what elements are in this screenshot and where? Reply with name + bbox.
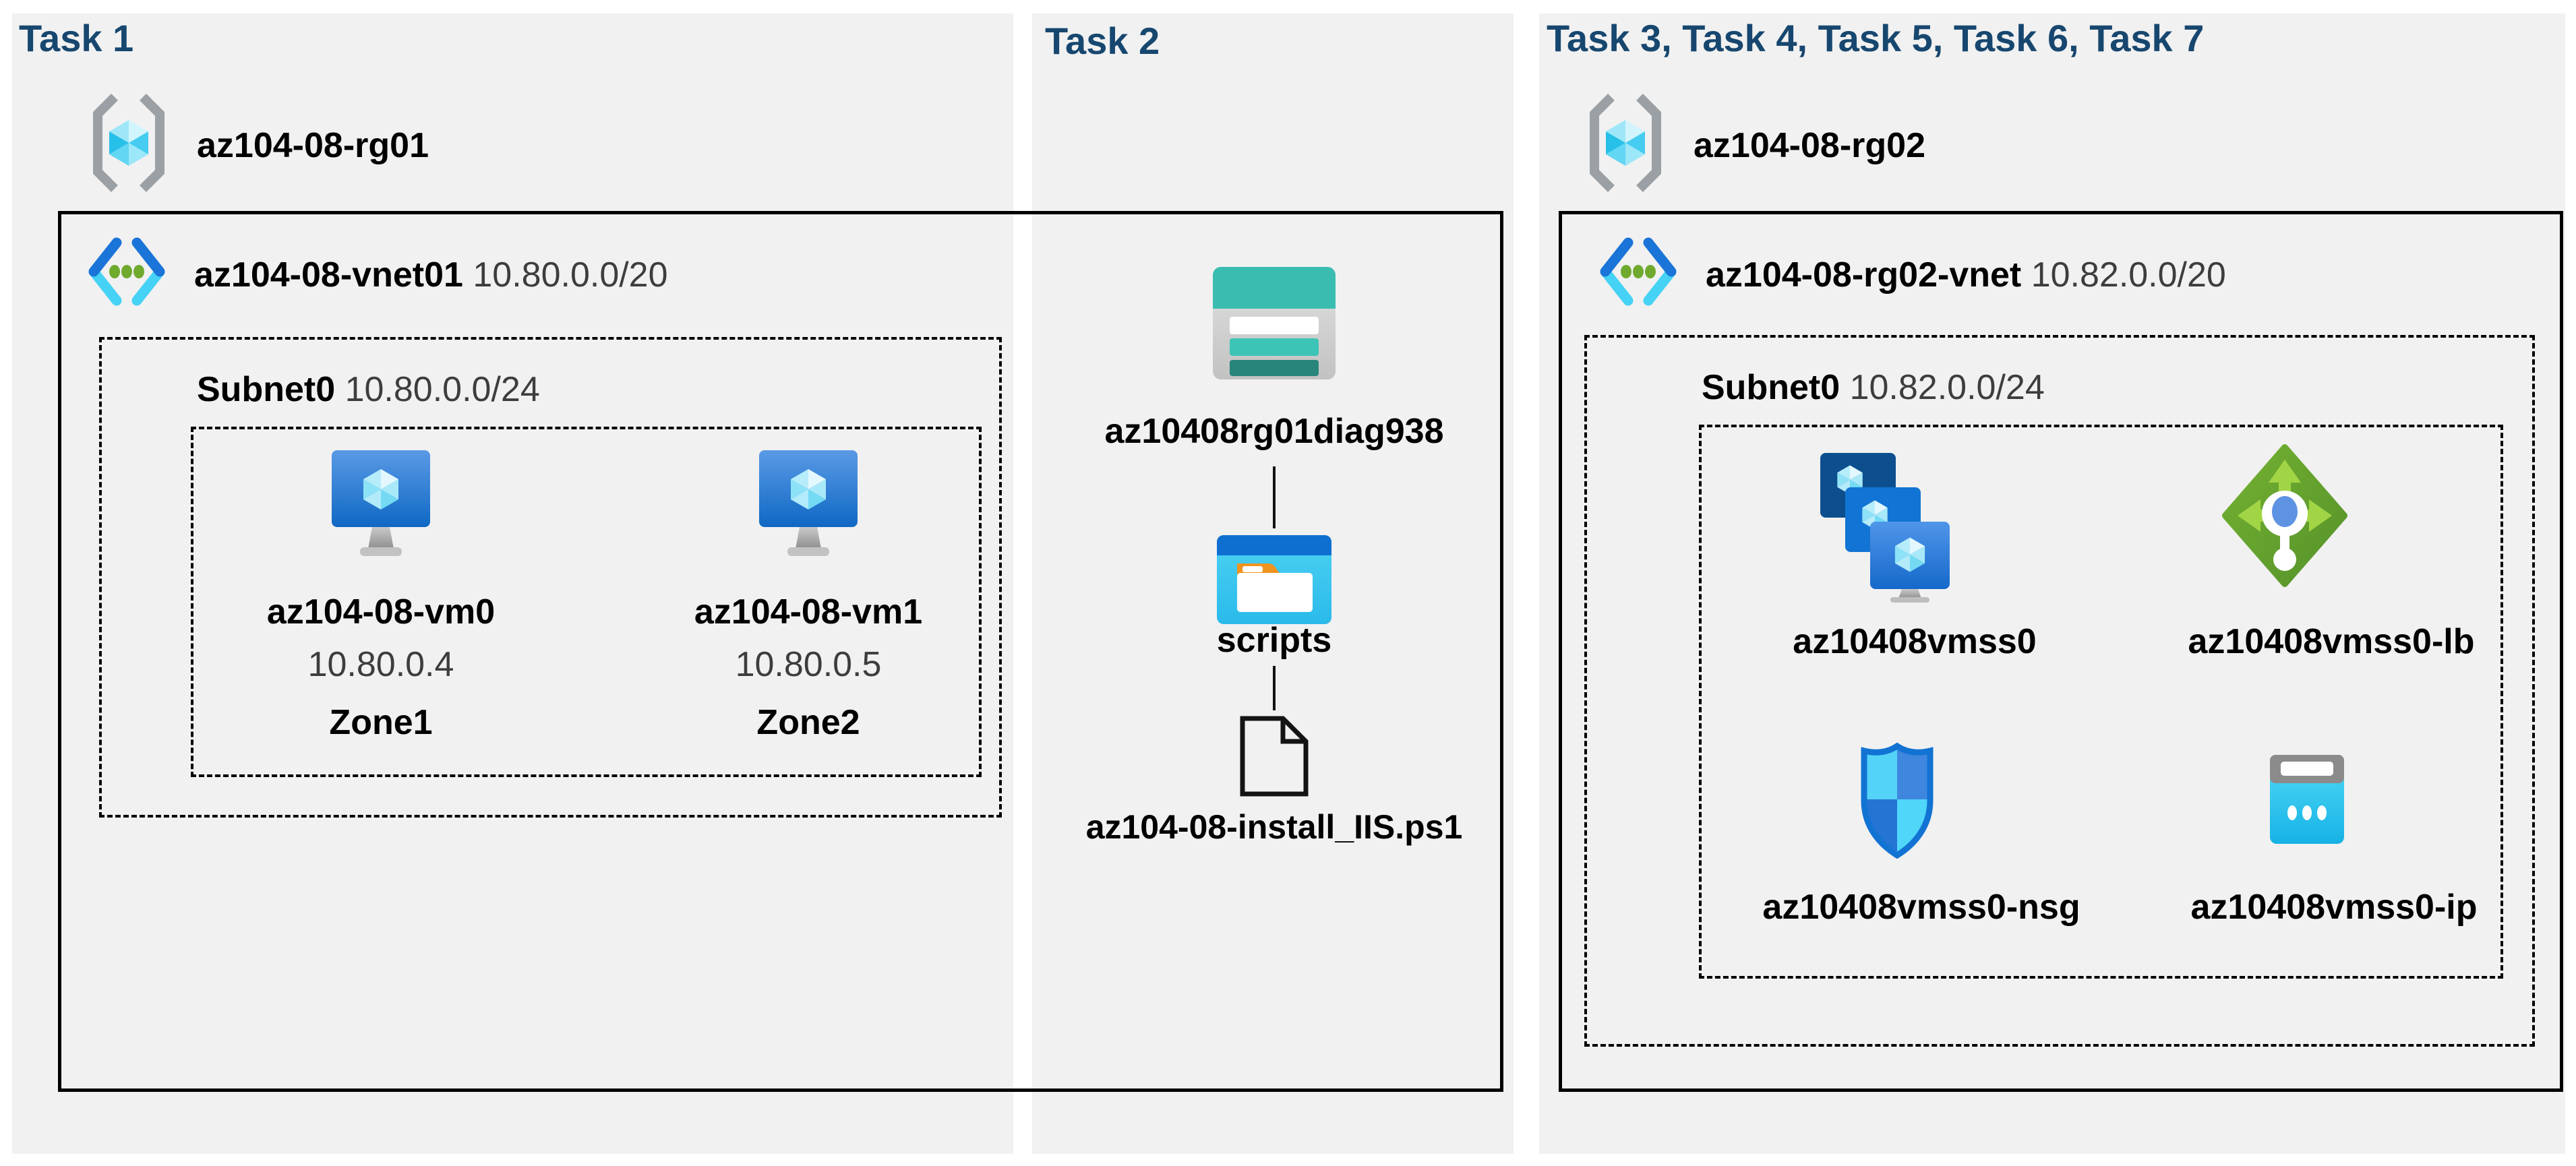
vm-icon (332, 450, 430, 556)
script-file-name: az104-08-install_IIS.ps1 (1085, 808, 1463, 846)
subnet-name: Subnet0 (197, 370, 336, 409)
panel-task3 (1539, 13, 2565, 1154)
vm-name: az104-08-vm0 (266, 592, 496, 632)
resource-group-icon (93, 94, 164, 192)
vm-ip: 10.80.0.5 (735, 645, 882, 684)
subnet-cidr: 10.82.0.0/24 (1849, 368, 2045, 407)
subnet-box (1584, 335, 2535, 1047)
load-balancer-icon (2222, 444, 2347, 587)
task3-outline-box (1559, 211, 2563, 1092)
task3-title: Task 3, Task 4, Task 5, Task 6, Task 7 (1547, 17, 2205, 59)
nsg-name: az10408vmss0-nsg (1762, 888, 2080, 927)
vnet-cidr: 10.82.0.0/20 (2031, 255, 2226, 295)
virtual-network-icon (1600, 237, 1677, 306)
load-balancer-name: az10408vmss0-lb (2188, 622, 2475, 661)
vm-zone: Zone1 (329, 703, 433, 742)
virtual-network-icon (88, 237, 165, 306)
public-ip-icon (2270, 755, 2344, 844)
connector-line (1273, 466, 1276, 528)
resource-group-name: az104-08-rg01 (197, 126, 429, 165)
panel-task1 (12, 13, 1013, 1154)
vnet-label: az104-08-vnet01 10.80.0.0/20 (194, 255, 668, 295)
connector-line (1273, 666, 1276, 710)
nsg-icon (1861, 742, 1934, 859)
subnet-box (99, 337, 1002, 818)
vm-zone: Zone2 (756, 703, 860, 742)
task1-title: Task 1 (19, 17, 134, 59)
vm-ip: 10.80.0.4 (307, 645, 454, 684)
vm-name: az104-08-vm1 (694, 592, 923, 632)
task1-outline-box (58, 211, 1503, 1092)
storage-account-name: az10408rg01diag938 (1104, 412, 1444, 451)
vnet-label: az104-08-rg02-vnet 10.82.0.0/20 (1706, 255, 2226, 295)
vm-icon (759, 450, 858, 556)
vmss-group-box (1699, 425, 2503, 979)
vmss-icon (1820, 453, 1950, 603)
file-icon (1240, 716, 1309, 797)
vm-group-box (191, 427, 982, 777)
vnet-cidr: 10.80.0.0/20 (473, 255, 668, 295)
subnet-name: Subnet0 (1702, 368, 1840, 407)
public-ip-name: az10408vmss0-ip (2190, 888, 2478, 927)
vnet-name: az104-08-rg02-vnet (1706, 255, 2022, 295)
subnet-cidr: 10.80.0.0/24 (345, 370, 540, 409)
resource-group-name: az104-08-rg02 (1694, 126, 1925, 165)
task2-title: Task 2 (1045, 20, 1160, 62)
subnet-label: Subnet0 10.82.0.0/24 (1702, 367, 2045, 408)
subnet-label: Subnet0 10.80.0.0/24 (197, 369, 540, 410)
storage-account-icon (1213, 267, 1336, 379)
blob-container-icon (1217, 535, 1331, 624)
vmss-name: az10408vmss0 (1793, 622, 2037, 661)
resource-group-icon (1590, 94, 1661, 192)
container-name: scripts (1216, 621, 1332, 660)
vnet-name: az104-08-vnet01 (194, 255, 463, 295)
